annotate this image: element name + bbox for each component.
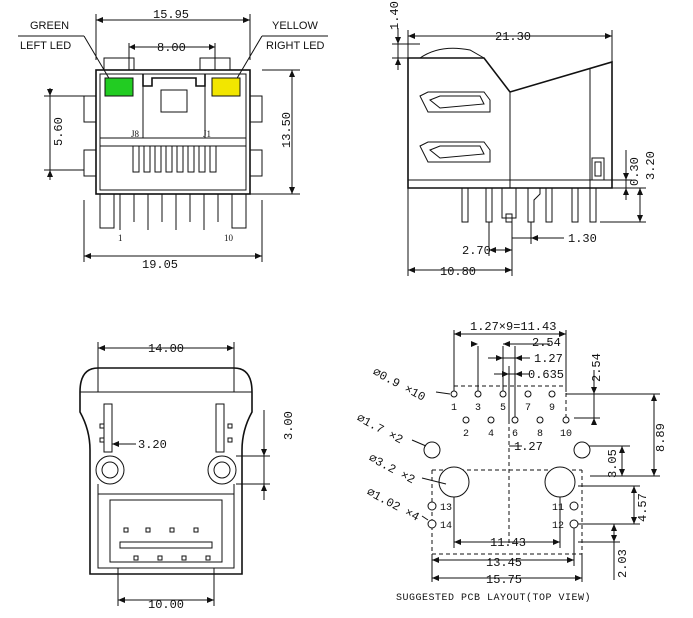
pcb-pin-label: 13 <box>440 503 452 514</box>
hole-note-4: ∅1.02 ×4 <box>364 485 421 524</box>
pcb-pin-label: 6 <box>512 429 518 440</box>
hole-note-1: ∅0.9 ×10 <box>370 365 427 404</box>
right-led-label: RIGHT LED <box>266 40 325 52</box>
pin-label-j8: J8 <box>131 129 140 139</box>
dim-pcb-127: 1.27 <box>534 352 563 366</box>
bottom-view: 14.00 3.20 3.00 <box>79 342 296 612</box>
yellow-led-label: YELLOW <box>272 20 318 32</box>
dim-pcb-pitch-total: 1.27×9=11.43 <box>470 320 556 334</box>
green-led-indicator <box>104 77 134 97</box>
dim-bottom-right-height: 3.00 <box>282 411 296 440</box>
dim-pcb-right-305: 3.05 <box>606 449 620 478</box>
green-led-label: GREEN <box>30 20 69 32</box>
dim-pcb-254: 2.54 <box>532 336 561 350</box>
pcb-pin-label: 8 <box>537 429 543 440</box>
front-view: 15.95 8.00 GREEN LEFT LED YELLOW RIGHT L… <box>18 8 328 272</box>
dim-front-left-height: 5.60 <box>52 117 66 146</box>
dim-bottom-bottom-width: 10.00 <box>148 598 184 612</box>
pin-label-10: 10 <box>224 233 234 243</box>
pcb-pin-label: 12 <box>552 521 564 532</box>
dim-side-pin-a: 2.70 <box>462 244 491 258</box>
pcb-caption: SUGGESTED PCB LAYOUT(TOP VIEW) <box>396 592 591 604</box>
dim-side-bottom: 10.80 <box>440 265 476 279</box>
dim-side-right-b: 3.20 <box>644 151 658 180</box>
dim-side-length: 21.30 <box>495 30 531 44</box>
dim-front-top-width: 15.95 <box>153 8 189 22</box>
dim-front-inner-width: 8.00 <box>157 41 186 55</box>
hole-note-3: ∅3.2 ×2 <box>366 451 417 487</box>
dim-side-pin-b: 1.30 <box>568 232 597 246</box>
dim-pcb-right-203: 2.03 <box>616 549 630 578</box>
yellow-led-indicator <box>211 77 241 97</box>
pcb-pin-label: 9 <box>549 403 555 414</box>
pcb-pin-label: 7 <box>525 403 531 414</box>
dim-pcb-0635: 0.635 <box>528 368 564 382</box>
dim-side-right-a: 0.30 <box>628 157 642 186</box>
dim-bottom-post-offset: 3.20 <box>138 438 167 452</box>
dim-pcb-1345: 13.45 <box>486 556 522 570</box>
dim-bottom-top-width: 14.00 <box>148 342 184 356</box>
dim-side-top-offset: 1.40 <box>388 1 402 30</box>
dim-pcb-right-889: 8.89 <box>654 423 668 452</box>
pcb-pin-label: 10 <box>560 429 572 440</box>
front-contacts <box>132 145 217 173</box>
pcb-layout: 1.27×9=11.43 2.54 1.27 0.635 2.54 8.89 <box>354 320 668 604</box>
pcb-pin-label: 14 <box>440 521 452 532</box>
dim-front-bottom-width: 19.05 <box>142 258 178 272</box>
hole-note-2: ∅1.7 ×2 <box>354 411 405 447</box>
dim-pcb-right-457: 4.57 <box>636 493 650 522</box>
left-led-label: LEFT LED <box>20 40 71 52</box>
dim-pcb-mid-127: 1.27 <box>514 440 543 454</box>
dim-front-right-height: 13.50 <box>280 112 294 148</box>
dim-pcb-1575: 15.75 <box>486 573 522 587</box>
pcb-holes <box>423 390 591 529</box>
pcb-pin-label: 5 <box>500 403 506 414</box>
dim-pcb-1143: 11.43 <box>490 536 526 550</box>
side-view: 1.40 21.30 0.3 <box>388 1 658 279</box>
pin-label-j1: J1 <box>203 129 211 139</box>
pcb-pin-label: 3 <box>475 403 481 414</box>
pcb-pin-label: 4 <box>488 429 494 440</box>
pcb-pin-label: 11 <box>552 503 564 514</box>
dim-pcb-right-254: 2.54 <box>590 353 604 382</box>
pin-label-1: 1 <box>118 233 123 243</box>
pcb-pin-label: 2 <box>463 429 469 440</box>
pcb-pin-label: 1 <box>451 403 457 414</box>
